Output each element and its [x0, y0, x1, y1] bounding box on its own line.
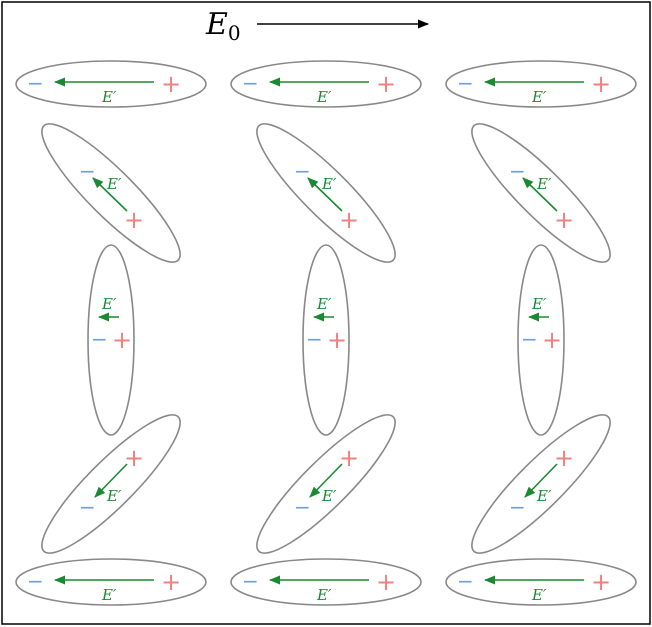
dipole-ellipse — [256, 123, 396, 263]
positive-charge: + — [376, 568, 396, 596]
dipole-2-3: E′+ − — [471, 123, 611, 263]
negative-charge: − — [457, 71, 474, 95]
positive-charge: + — [161, 70, 181, 98]
positive-charge: + — [339, 444, 359, 472]
dipole-3-1: E′ +− — [87, 244, 135, 436]
positive-charge: + — [542, 326, 562, 354]
external-field-label: E0 — [205, 7, 241, 45]
dipole-5-1: E′ + − — [15, 558, 207, 606]
dipole-3-2: E′ +− — [302, 244, 350, 436]
dipole-2-1: E′+ − — [41, 123, 181, 263]
induced-field-label: E′ — [536, 487, 552, 505]
dipole-ellipse — [15, 60, 207, 108]
dipole-ellipse — [302, 244, 350, 436]
induced-field-arrow — [309, 463, 343, 498]
induced-field-label: E′ — [101, 88, 117, 106]
negative-charge: − — [242, 569, 259, 593]
dipole-ellipse — [445, 60, 637, 108]
dipole-3-3: E′ +− — [517, 244, 565, 436]
dipole-ellipse — [230, 558, 422, 606]
positive-charge: + — [591, 568, 611, 596]
dipole-ellipse — [256, 414, 396, 554]
induced-field-arrow — [524, 463, 558, 498]
dipole-4-1: E′+ − — [41, 414, 181, 554]
negative-charge: − — [294, 495, 311, 519]
external-field: E0 — [205, 7, 430, 45]
induced-field-label: E′ — [531, 88, 547, 106]
positive-charge: + — [327, 326, 347, 354]
positive-charge: + — [554, 444, 574, 472]
induced-field-label: E′ — [316, 586, 332, 604]
positive-charge: + — [112, 326, 132, 354]
induced-field-label: E′ — [536, 175, 552, 193]
induced-field-arrow — [307, 177, 343, 212]
dipole-ellipse — [87, 244, 135, 436]
dipole-1-3: E′ + − — [445, 60, 637, 108]
positive-charge: + — [554, 206, 574, 234]
positive-charge: + — [339, 206, 359, 234]
negative-charge: − — [294, 159, 311, 183]
dipole-ellipse — [15, 558, 207, 606]
positive-charge: + — [161, 568, 181, 596]
negative-charge: − — [306, 327, 323, 351]
induced-field-label: E′ — [106, 487, 122, 505]
induced-field-label: E′ — [531, 295, 547, 313]
dipole-4-2: E′+ − — [256, 414, 396, 554]
dipole-ellipse — [230, 60, 422, 108]
dipole-ellipse — [471, 123, 611, 263]
negative-charge: − — [457, 569, 474, 593]
positive-charge: + — [591, 70, 611, 98]
positive-charge: + — [376, 70, 396, 98]
induced-field-arrow — [94, 463, 128, 498]
induced-field-arrow — [92, 177, 128, 212]
induced-field-arrow — [522, 177, 558, 212]
negative-charge: − — [27, 71, 44, 95]
dipole-ellipse — [517, 244, 565, 436]
dipole-ellipse — [445, 558, 637, 606]
dipole-5-2: E′ + − — [230, 558, 422, 606]
dipole-ellipse — [471, 414, 611, 554]
dipole-grid: E′+−E′+−E′+−E′+−E′+−E′+−E′+−E′+−E′+−E′+−… — [15, 60, 637, 606]
dipole-5-3: E′ + − — [445, 558, 637, 606]
induced-field-label: E′ — [106, 175, 122, 193]
induced-field-label: E′ — [101, 295, 117, 313]
dipole-4-3: E′+ − — [471, 414, 611, 554]
negative-charge: − — [509, 495, 526, 519]
induced-field-label: E′ — [316, 88, 332, 106]
negative-charge: − — [91, 327, 108, 351]
negative-charge: − — [79, 159, 96, 183]
negative-charge: − — [27, 569, 44, 593]
dipole-ellipse — [41, 123, 181, 263]
dipole-2-2: E′+ − — [256, 123, 396, 263]
induced-field-label: E′ — [101, 586, 117, 604]
induced-field-label: E′ — [531, 586, 547, 604]
positive-charge: + — [124, 444, 144, 472]
induced-field-label: E′ — [321, 487, 337, 505]
dipole-1-1: E′ + − — [15, 60, 207, 108]
negative-charge: − — [509, 159, 526, 183]
dipole-1-2: E′ + − — [230, 60, 422, 108]
negative-charge: − — [79, 495, 96, 519]
induced-field-label: E′ — [321, 175, 337, 193]
induced-field-label: E′ — [316, 295, 332, 313]
dipole-ellipse — [41, 414, 181, 554]
negative-charge: − — [521, 327, 538, 351]
positive-charge: + — [124, 206, 144, 234]
negative-charge: − — [242, 71, 259, 95]
